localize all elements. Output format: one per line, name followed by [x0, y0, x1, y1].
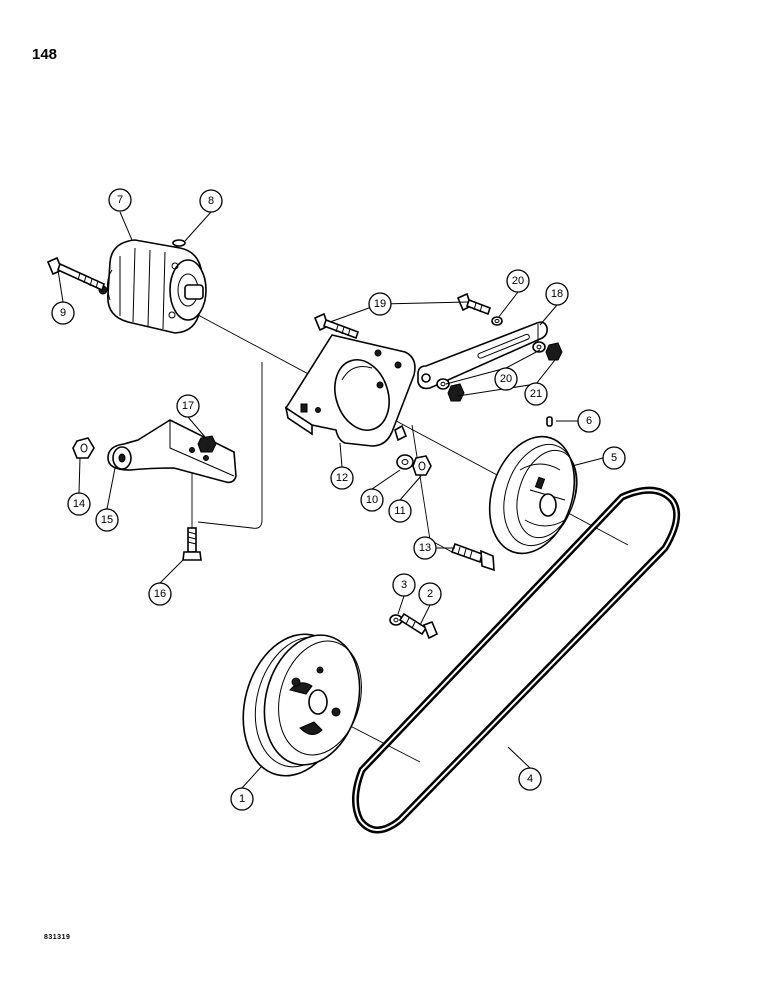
washer	[436, 378, 450, 390]
callout-10: 10	[360, 488, 384, 512]
capscrew	[398, 612, 439, 640]
callout-21: 21	[524, 382, 548, 406]
pump-mounting-bolt	[46, 256, 105, 292]
callout-20: 20	[506, 269, 530, 293]
callout-label: 1	[239, 793, 245, 805]
pivot-bracket	[107, 419, 237, 484]
nut	[412, 455, 432, 476]
callout-13: 13	[413, 536, 437, 560]
capscrew	[313, 312, 360, 340]
callout-label: 11	[394, 505, 405, 517]
callout-18: 18	[545, 282, 569, 306]
locknut	[447, 383, 465, 402]
page-number: 148	[32, 46, 58, 63]
leader-lines	[57, 211, 604, 789]
washer	[491, 316, 503, 326]
capscrew	[450, 542, 495, 572]
callout-label: 12	[336, 472, 348, 484]
callout-1: 1	[230, 787, 254, 811]
callout-label: 21	[530, 388, 542, 400]
callout-label: 19	[374, 298, 386, 310]
callout-17: 17	[176, 394, 200, 418]
woodruff-key	[546, 416, 553, 427]
hydraulic-pump	[98, 239, 207, 334]
callout-11: 11	[388, 499, 412, 523]
callout-label: 7	[117, 194, 123, 206]
capscrew	[182, 527, 202, 561]
washer	[532, 341, 546, 353]
pump-pulley	[488, 435, 578, 555]
callout-label: 10	[366, 494, 378, 506]
figure-code: 831319	[44, 934, 71, 941]
callout-4: 4	[518, 767, 542, 791]
mounting-plate	[284, 334, 416, 447]
callout-label: 5	[611, 452, 617, 464]
adjusting-strap	[417, 321, 548, 390]
capscrew	[456, 292, 492, 316]
callout-9: 9	[51, 301, 75, 325]
crankshaft-pulley	[242, 633, 362, 777]
callout-label: 2	[427, 588, 433, 600]
callout-label: 15	[101, 514, 113, 526]
callout-label: 20	[512, 275, 524, 287]
callout-label: 9	[60, 307, 66, 319]
washer	[396, 454, 414, 470]
locknut	[545, 342, 563, 361]
callout-5: 5	[602, 446, 626, 470]
callout-label: 6	[586, 415, 592, 427]
callout-2: 2	[418, 582, 442, 606]
callout-label: 18	[551, 288, 563, 300]
nut	[72, 437, 95, 459]
callout-14: 14	[67, 492, 91, 516]
callout-15: 15	[95, 508, 119, 532]
callout-12: 12	[330, 466, 354, 490]
callout-label: 4	[527, 773, 533, 785]
callout-19: 19	[368, 292, 392, 316]
callout-8: 8	[199, 189, 223, 213]
o-ring	[172, 239, 186, 247]
callout-label: 14	[73, 498, 85, 510]
callout-6: 6	[577, 409, 601, 433]
callout-label: 8	[208, 195, 214, 207]
callout-label: 16	[154, 588, 166, 600]
callout-label: 17	[182, 400, 194, 412]
callout-label: 20	[500, 373, 512, 385]
callout-label: 13	[419, 542, 431, 554]
nut	[197, 435, 217, 453]
callout-20: 20	[494, 367, 518, 391]
callout-3: 3	[392, 573, 416, 597]
callout-16: 16	[148, 582, 172, 606]
callout-label: 3	[401, 579, 407, 591]
callout-7: 7	[108, 188, 132, 212]
drive-belt	[352, 486, 681, 834]
